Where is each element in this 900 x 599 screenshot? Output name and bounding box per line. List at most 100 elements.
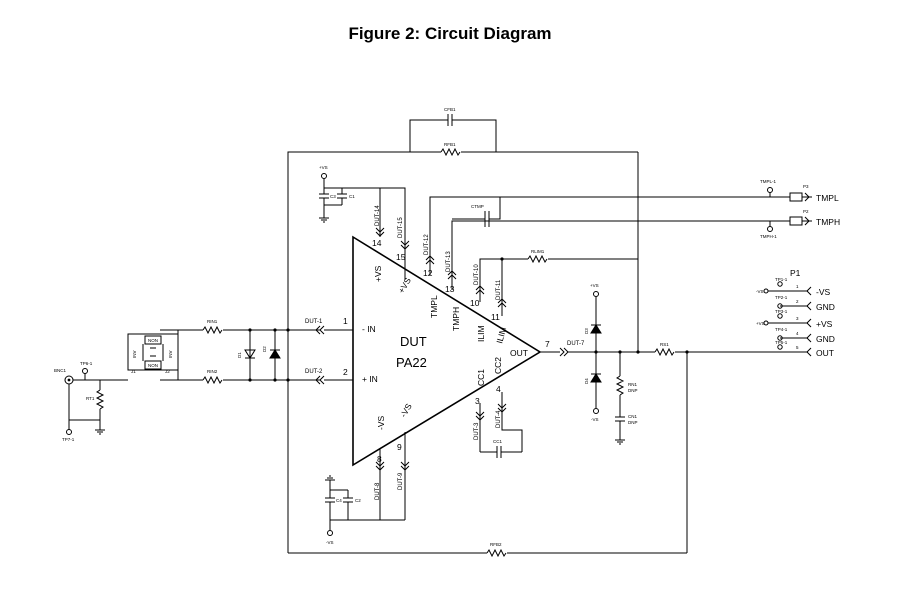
p1-pin-5-tp: TP5-1: [775, 340, 788, 345]
p1-pin-5: TP5-1 5 OUT: [775, 340, 834, 358]
label-c2: C2: [355, 498, 361, 503]
label-rs1: RS1: [660, 342, 669, 347]
label-dut2: DUT-2: [305, 369, 323, 375]
current-limit: RLIM1 DUT-10 DUT-11: [474, 249, 638, 316]
output-network: DUT-7 RS1 +VS D3 D4 -VS RN1 DNP CN1 DNP: [540, 283, 800, 553]
pin-number-15: 15: [396, 252, 406, 262]
p1-pin-2-label: GND: [816, 302, 835, 312]
resistor-rfb1: [440, 147, 461, 157]
p1-pin-3-label: +VS: [816, 319, 833, 329]
label-dut9: DUT-9: [398, 472, 404, 490]
label-cn1-dnp: DNP: [628, 420, 638, 425]
pin-number-4: 4: [496, 384, 501, 394]
plus-vs-decoupling: +VS C3 C1 DUT-14 DUT-15: [319, 165, 410, 280]
label-dut7: DUT-7: [567, 341, 585, 347]
p1-pin-2-num: 2: [796, 299, 799, 304]
label-inv-right: INV: [168, 350, 173, 358]
pin-number-13: 13: [445, 284, 455, 294]
label-rn1-dnp: DNP: [628, 388, 638, 393]
label-p2: P2: [803, 209, 809, 214]
pin-number-1: 1: [343, 316, 348, 326]
label-c3: C3: [330, 194, 336, 199]
label-ctmp: CTMP: [471, 204, 484, 209]
p1-pin-1-label: -VS: [816, 287, 831, 297]
pin-tmpl: TMPL: [429, 295, 439, 318]
p1-side-plus-vs: +VS: [756, 321, 765, 326]
label-tp7: TP7-1: [62, 437, 75, 442]
input-network: DUT-1 RIN1 DUT-2 RIN2 D1 D2 NON NON INV …: [54, 319, 353, 553]
label-d1: D1: [237, 352, 242, 358]
resistor-rt1: [95, 389, 105, 410]
p1-pin-1-tp: TP1-1: [775, 277, 788, 282]
label-dut11: DUT-11: [496, 279, 502, 300]
figure-title: Figure 2: Circuit Diagram: [348, 24, 552, 43]
label-j2: J2: [165, 369, 170, 374]
label-rlim1: RLIM1: [531, 249, 545, 254]
diode-d3: [590, 324, 602, 334]
label-minus-vs-bottom: -VS: [326, 540, 334, 545]
label-dut14: DUT-14: [375, 205, 381, 226]
pin-number-10: 10: [470, 298, 480, 308]
compensation: DUT-3 DUT-4 CC1: [474, 392, 523, 458]
resistor-rlim1: [527, 254, 548, 264]
label-d4: D4: [584, 378, 589, 384]
label-rfb2: RFB2: [490, 542, 502, 547]
p1-pin-3: TP3-1 3 +VS: [775, 309, 833, 329]
pin-number-3: 3: [475, 396, 480, 406]
p1-pin-2: TP2-1 2 GND: [775, 295, 835, 312]
label-dut15: DUT-15: [398, 217, 404, 238]
label-bnc1: BNC1: [54, 368, 67, 373]
pin-vs-plus-a: +VS: [373, 265, 383, 282]
p1-pin-3-tp: TP3-1: [775, 309, 788, 314]
label-dut10: DUT-10: [474, 264, 480, 285]
label-tp6: TP6-1: [80, 361, 93, 366]
label-d2: D2: [262, 346, 267, 352]
label-rin1: RIN1: [207, 319, 218, 324]
label-dut4: DUT-4: [496, 410, 502, 428]
resistor-rs1: [654, 347, 675, 357]
p1-pin-4-tp: TP4-1: [775, 327, 788, 332]
pin-tmph: TMPH: [451, 307, 461, 331]
resistor-rfb2: [486, 548, 507, 558]
resistor-rin2: [202, 375, 223, 385]
label-c1: C1: [349, 194, 355, 199]
temperature-lines: DUT-12 DUT-13 CTMP TMPL-1 TMPH-1 P3 P2 T…: [424, 179, 840, 290]
label-cc1-cap: CC1: [493, 439, 502, 444]
feedback-network-top: CFB1 RFB1: [287, 107, 639, 355]
opamp-name: DUT: [400, 334, 427, 349]
label-rin2: RIN2: [207, 369, 218, 374]
diode-d4: [590, 373, 602, 383]
p1-pin-1-num: 1: [796, 284, 799, 289]
opamp-part: PA22: [396, 355, 427, 370]
label-dut13: DUT-13: [446, 251, 452, 272]
label-non-top: NON: [148, 338, 158, 343]
pin-cc1: CC1: [476, 369, 486, 386]
p1-pin-3-num: 3: [796, 316, 799, 321]
minus-vs-decoupling: DUT-8 DUT-9 C4 C2 -VS: [325, 432, 410, 545]
pin-number-9: 9: [397, 442, 402, 452]
pin-number-7: 7: [545, 339, 550, 349]
label-j1: J1: [131, 369, 136, 374]
label-rfb1: RFB1: [444, 142, 456, 147]
diode-d2: [269, 349, 281, 359]
p1-pin-2-tp: TP2-1: [775, 295, 788, 300]
pin-ilim-b: ILIM: [494, 326, 508, 345]
pin-number-14: 14: [372, 238, 382, 248]
label-dut12: DUT-12: [424, 234, 430, 255]
pin-in-minus: - IN: [362, 324, 376, 334]
pin-ilim-a: ILIM: [476, 325, 486, 342]
pin-cc2: CC2: [493, 357, 503, 374]
label-d3: D3: [584, 328, 589, 334]
label-tmpl-conn: TMPL: [816, 193, 839, 203]
label-cfb1: CFB1: [444, 107, 456, 112]
label-rt1: RT1: [86, 396, 95, 401]
p1-pin-5-num: 5: [796, 345, 799, 350]
label-c4: C4: [336, 498, 342, 503]
label-dut8: DUT-8: [375, 482, 381, 500]
pin-vs-minus-b: -VS: [398, 401, 414, 419]
pin-number-2: 2: [343, 367, 348, 377]
label-minus-vs-out: -VS: [591, 417, 599, 422]
pin-vs-minus-a: -VS: [376, 416, 386, 431]
label-cn1: CN1: [628, 414, 637, 419]
pin-in-plus: + IN: [362, 374, 378, 384]
